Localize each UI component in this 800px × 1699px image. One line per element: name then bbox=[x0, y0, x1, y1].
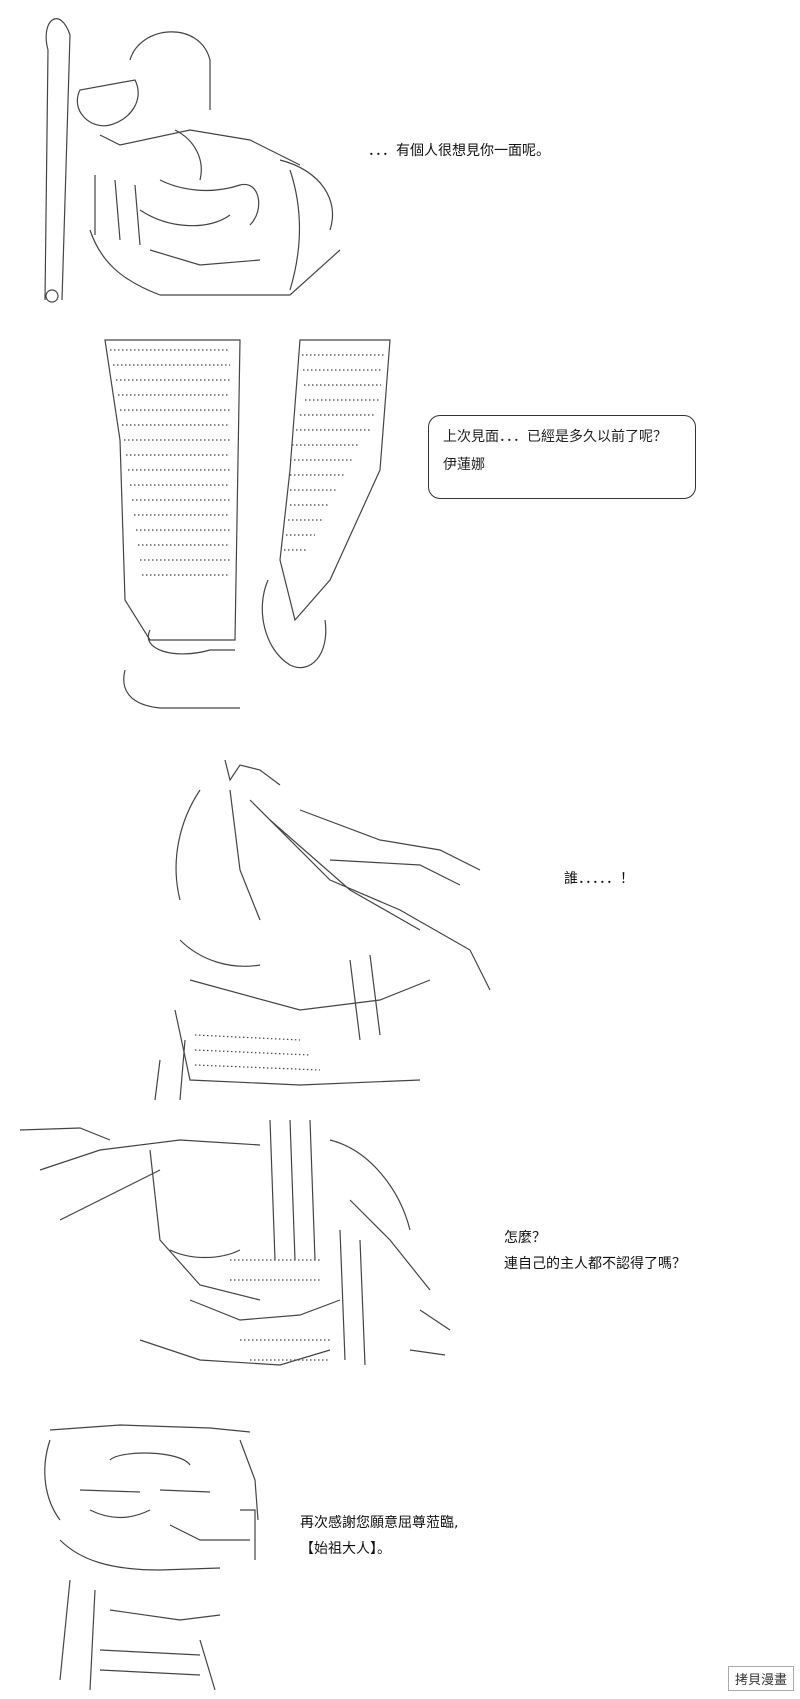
cloaked-figure-art bbox=[44, 18, 341, 303]
panel-3: 誰．．．．．！ bbox=[0, 740, 800, 1110]
turning-figure-art bbox=[154, 759, 491, 1101]
caption-line-recognize: 連自己的主人都不認得了嗎？ bbox=[504, 1256, 686, 1272]
watermark-stamp: 拷貝漫畫 bbox=[727, 1666, 794, 1691]
bubble-speaker-name: 伊蓮娜 bbox=[443, 457, 485, 473]
caption-line-what: 怎麼？ bbox=[504, 1230, 546, 1246]
panel-2: 上次見面．．．已經是多久以前了呢？ 伊蓮娜 bbox=[0, 320, 800, 740]
panel-1: ．．．有個人很想見你一面呢。 bbox=[0, 0, 800, 320]
profile-closeup-art bbox=[19, 1119, 451, 1366]
caption-who: 誰．．．．．！ bbox=[564, 871, 634, 887]
caption-line-title: 【始祖大人】。 bbox=[300, 1541, 391, 1557]
panel-5: 再次感謝您願意屈尊蒞臨, 【始祖大人】。 拷貝漫畫 bbox=[0, 1410, 800, 1699]
bubble-dialogue: 上次見面．．．已經是多久以前了呢？ bbox=[443, 429, 667, 445]
panel-4: 怎麼？ 連自己的主人都不認得了嗎？ bbox=[0, 1110, 800, 1410]
bowing-figure-art bbox=[44, 1424, 259, 1691]
speech-bubble: 上次見面．．．已經是多久以前了呢？ 伊蓮娜 bbox=[428, 415, 696, 499]
caption-thanks-progenitor: 再次感謝您願意屈尊蒞臨, 【始祖大人】。 bbox=[300, 1510, 458, 1562]
caption-line-thanks: 再次感謝您願意屈尊蒞臨, bbox=[300, 1515, 459, 1531]
caption-someone-wants-to-meet: ．．．有個人很想見你一面呢。 bbox=[368, 143, 550, 159]
standing-legs-art bbox=[104, 339, 391, 709]
caption-dont-recognize-master: 怎麼？ 連自己的主人都不認得了嗎？ bbox=[504, 1225, 686, 1277]
